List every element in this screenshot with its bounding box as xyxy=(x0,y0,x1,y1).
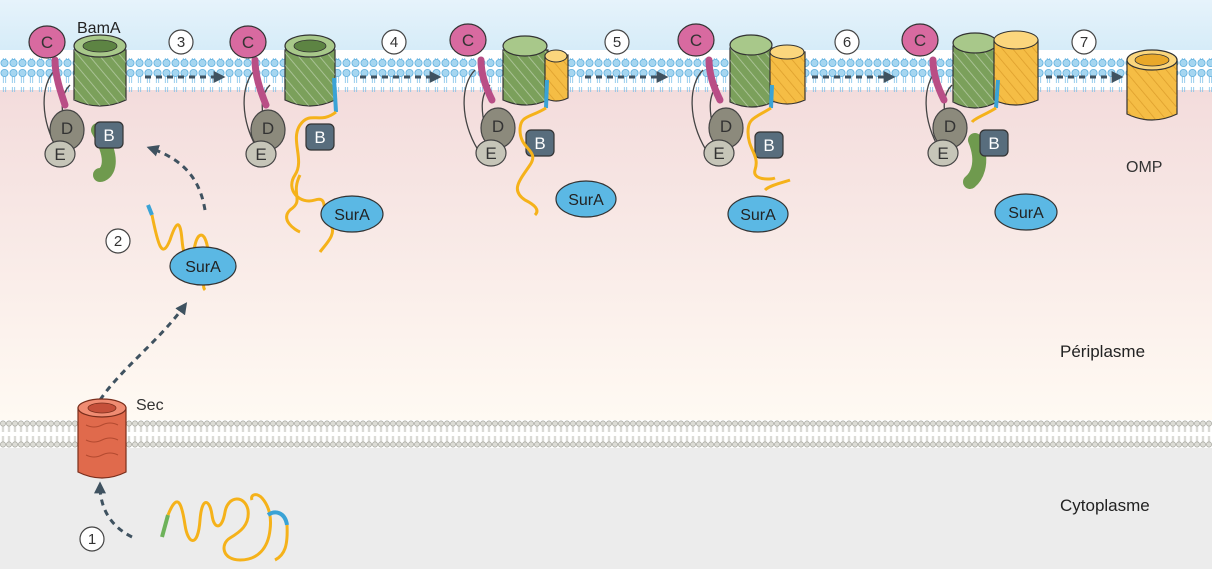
subunit-c xyxy=(28,25,66,59)
bam-complex-3 xyxy=(449,23,617,218)
sura-label: SurA xyxy=(185,259,221,276)
bam-complex-1 xyxy=(28,25,127,182)
subunit-b xyxy=(979,129,1009,157)
subunit-b-label: B xyxy=(988,134,999,153)
subunit-b xyxy=(305,123,335,151)
bama-potra-domain xyxy=(963,133,987,189)
subunit-e-label: E xyxy=(937,144,948,163)
step-1-label: 1 xyxy=(88,531,96,548)
subunit-b xyxy=(754,131,784,159)
inner-membrane xyxy=(0,420,1212,448)
subunit-d-label: D xyxy=(262,119,274,138)
subunit-e-label: E xyxy=(485,144,496,163)
periplasm-label: Périplasme xyxy=(1060,342,1145,361)
folded-omp xyxy=(1126,49,1178,121)
subunit-c-label: C xyxy=(462,31,474,50)
subunit-b xyxy=(94,121,124,149)
bam-complex-2 xyxy=(229,25,384,253)
signal-sequence xyxy=(544,79,549,109)
subunit-e xyxy=(475,139,507,167)
subunit-b-label: B xyxy=(534,134,545,153)
subunit-b-label: B xyxy=(314,128,325,147)
unfolded-omp-chain xyxy=(970,106,997,124)
bama-label: BamA xyxy=(77,20,121,37)
sura-with-omp xyxy=(146,204,237,292)
subunit-e xyxy=(245,140,277,168)
subunit-c xyxy=(229,25,267,59)
step-6-label: 6 xyxy=(843,34,851,51)
arrow-sec-to-sura xyxy=(98,302,188,401)
sura-label: SurA xyxy=(1008,205,1044,222)
unfolded-omp-chain xyxy=(746,106,776,181)
subunit-c-label: C xyxy=(914,31,926,50)
sura-label: SurA xyxy=(334,207,370,224)
arrow-cytoplasm-to-sec xyxy=(94,481,133,539)
omp-label: OMP xyxy=(1126,159,1162,176)
subunit-d-label: D xyxy=(492,117,504,136)
step-7-label: 7 xyxy=(1080,34,1088,51)
subunit-c-label: C xyxy=(690,31,702,50)
bam-complex-5 xyxy=(901,23,1058,231)
sec-label: Sec xyxy=(136,397,164,414)
subunit-c xyxy=(901,23,939,57)
subunit-c-label: C xyxy=(242,33,254,52)
subunit-e xyxy=(927,139,959,167)
signal-sequence xyxy=(994,79,1000,109)
subunit-e-label: E xyxy=(54,145,65,164)
nascent-polypeptide xyxy=(160,493,289,562)
subunit-e xyxy=(703,139,735,167)
sura-labels: SurA SurA SurA SurA SurA xyxy=(185,192,1044,276)
subunit-b-label: B xyxy=(763,136,774,155)
subunit-b xyxy=(525,129,555,157)
step-markers: 1 2 3 4 5 6 7 xyxy=(79,29,1097,552)
arrow-sura-to-bam xyxy=(146,145,207,211)
step-5-label: 5 xyxy=(613,34,621,51)
subunit-e xyxy=(44,140,76,168)
cytoplasm-label: Cytoplasme xyxy=(1060,496,1150,515)
subunit-b-label: B xyxy=(103,126,114,145)
sura-chaperone xyxy=(169,246,237,286)
subunit-c xyxy=(449,23,487,57)
sec-translocon xyxy=(77,398,127,479)
step-3-label: 3 xyxy=(177,34,185,51)
subunit-c xyxy=(677,23,715,57)
unfolded-omp-chain xyxy=(515,106,547,217)
signal-sequence xyxy=(769,84,774,109)
sura-label: SurA xyxy=(740,207,776,224)
step-4-label: 4 xyxy=(390,34,398,51)
sura-chaperone xyxy=(994,193,1058,231)
subunit-e-label: E xyxy=(713,144,724,163)
subunit-e-label: E xyxy=(255,145,266,164)
subunit-d-label: D xyxy=(61,119,73,138)
subunit-d-label: D xyxy=(944,117,956,136)
signal-sequence xyxy=(332,77,338,113)
step-2-label: 2 xyxy=(114,233,122,250)
sura-chaperone xyxy=(727,195,789,233)
sura-chaperone xyxy=(555,180,617,218)
subunit-c-label: C xyxy=(41,33,53,52)
sura-chaperone xyxy=(320,195,384,233)
subunit-letters: C D E B C D E B C D E B C D E B C D E B xyxy=(41,31,1000,164)
subunit-d-label: D xyxy=(720,117,732,136)
bam-complex-4 xyxy=(677,23,806,233)
sura-label: SurA xyxy=(568,192,604,209)
